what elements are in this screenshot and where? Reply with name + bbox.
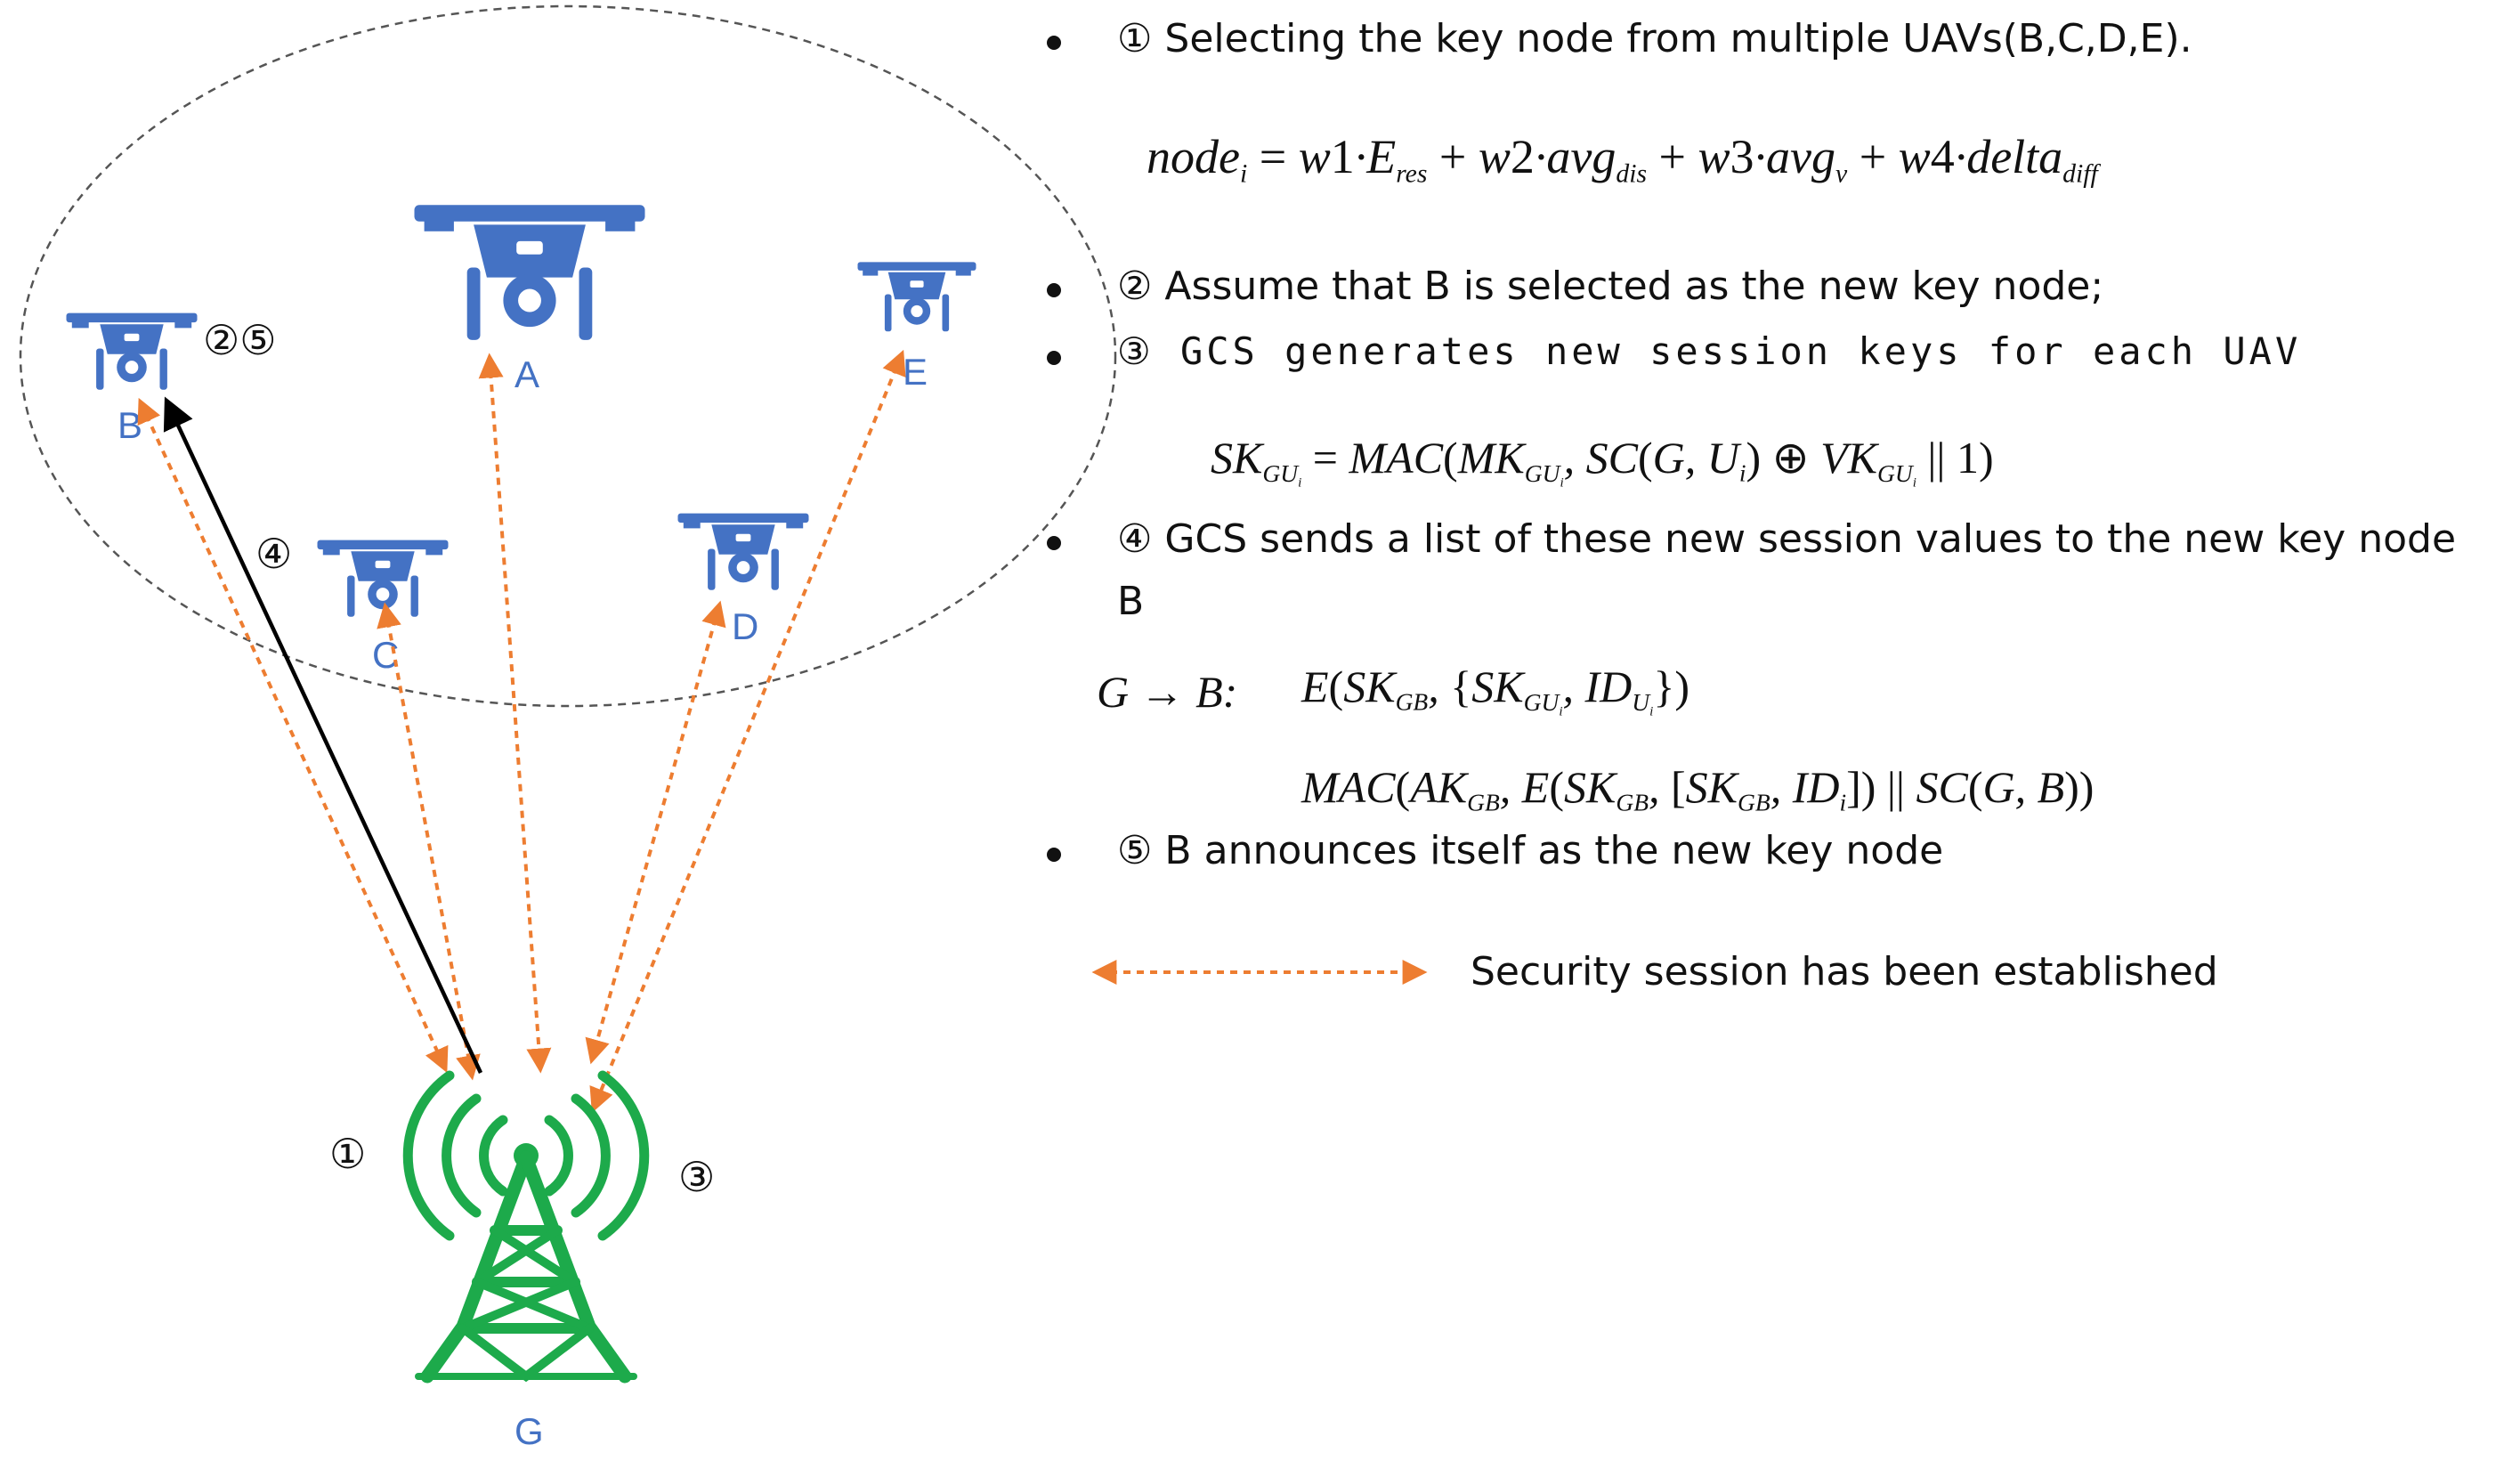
node-label-e: E: [903, 351, 928, 393]
bullet: [1047, 536, 1061, 550]
step-1-text: ① Selecting the key node from multiple U…: [1117, 16, 2192, 61]
bullet: [1047, 351, 1061, 365]
formula-session-key: SKGUi = MAC(MKGUi, SC(G, Ui) ⊕ VKGUi || …: [1211, 433, 1994, 490]
session-arrow-b: [137, 397, 449, 1074]
step-mark-3: ③: [678, 1153, 715, 1201]
session-arrows: [137, 349, 906, 1114]
bullet: [1047, 283, 1061, 297]
step-mark-25: ②⑤: [203, 316, 276, 364]
step-mark-4: ④: [255, 530, 292, 578]
legend-label: Security session has been established: [1471, 949, 2218, 994]
formula-g-to-b-prefix: G → B:: [1097, 667, 1238, 717]
tower-icon: [402, 1070, 650, 1384]
bullet: [1047, 36, 1061, 50]
step-mark-1: ①: [329, 1130, 366, 1178]
formula-g-to-b-enc: E(SKGB, {SKGUi, IDUi}): [1301, 661, 1690, 718]
formula-g-to-b-mac: MAC(AKGB, E(SKGB, [SKGB, IDi]) || SC(G, …: [1301, 762, 2095, 816]
step-4-continuation: B: [1117, 579, 1145, 624]
uav-cluster-boundary: [19, 4, 1117, 708]
announce-arrow: [163, 396, 483, 1074]
step-4-text: ④ GCS sends a list of these new session …: [1117, 516, 2457, 562]
bullet: [1047, 848, 1061, 862]
step-3-text: ③ GCS generates new session keys for eac…: [1117, 329, 2302, 373]
session-arrow-e: [589, 349, 906, 1114]
step-2-text: ② Assume that B is selected as the new k…: [1117, 264, 2104, 309]
step-5-text: ⑤ B announces itself as the new key node: [1117, 828, 1944, 873]
formula-node-score: nodei = w1·Eres + w2·avgdis + w3·avgv + …: [1147, 130, 2098, 189]
node-label-g: G: [515, 1410, 544, 1452]
session-arrow-a: [478, 353, 552, 1074]
